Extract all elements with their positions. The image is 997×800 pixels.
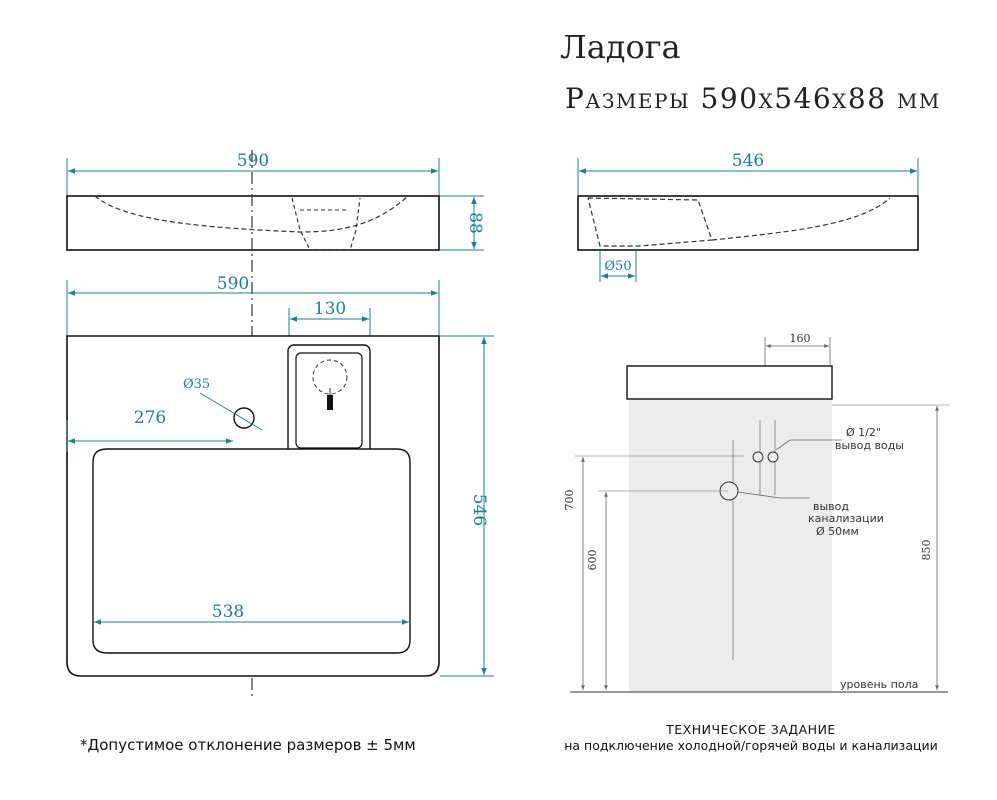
- spec-title: ТЕХНИЧЕСКОЕ ЗАДАНИЕ: [666, 722, 836, 737]
- side-drain-label: Ø50: [604, 259, 631, 274]
- faucet-hole-hidden: [312, 359, 348, 395]
- front-height-label: 88: [465, 212, 485, 234]
- tap-hole: [233, 407, 255, 429]
- side-basin-outline: [577, 195, 919, 251]
- top-width-label: 590: [217, 274, 249, 294]
- front-view: 590 88: [66, 151, 485, 251]
- spec-subtitle: на подключение холодной/горячей воды и к…: [564, 738, 938, 753]
- front-overflow-hidden-line: [291, 197, 361, 251]
- sewer-size-label: Ø 50мм: [816, 525, 859, 538]
- tap-hole-leader: [199, 392, 263, 431]
- install-offset-label: 160: [790, 332, 811, 345]
- tap-offset-label: 276: [134, 408, 166, 428]
- front-width-label: 590: [237, 151, 269, 171]
- water-outlet-size: Ø 1/2": [846, 426, 881, 439]
- water-outlet-label: вывод воды: [835, 439, 904, 452]
- side-view: 546 Ø50: [577, 151, 919, 282]
- bowl-width-label: 538: [212, 602, 244, 622]
- tolerance-note: *Допустимое отклонение размеров ± 5мм: [80, 736, 416, 754]
- tap-hole-label: Ø35: [183, 377, 210, 392]
- sewer-label-2: канализации: [808, 512, 884, 525]
- hot-water-outlet: [767, 451, 779, 463]
- side-width-label: 546: [732, 151, 764, 171]
- cabinet-area: [629, 398, 832, 692]
- front-bowl-hidden-line: [94, 195, 409, 233]
- top-bowl-outline: [92, 448, 411, 654]
- product-title: Ладога: [560, 28, 681, 66]
- product-dimensions-subtitle: Размеры 590x546x88 мм: [565, 82, 941, 115]
- overflow-block-inner: [295, 352, 363, 449]
- floor-label: уровень пола: [840, 678, 918, 691]
- height-700-label: 700: [563, 490, 576, 511]
- height-600-label: 600: [586, 550, 599, 571]
- install-basin-outline: [626, 365, 833, 400]
- front-basin-outline: [66, 195, 440, 251]
- overflow-slot: [327, 395, 333, 410]
- side-bowl-hidden-line: [587, 197, 713, 247]
- sewer-label-1: вывод: [813, 500, 849, 513]
- height-850-label: 850: [920, 540, 933, 561]
- installation-view: 160 Ø 1/2" вывод воды вывод канализации …: [563, 332, 950, 693]
- cold-water-outlet: [752, 451, 764, 463]
- faucet-width-label: 130: [314, 299, 346, 319]
- top-depth-label: 546: [469, 494, 489, 526]
- top-view: 590 130 Ø35 276 546 538: [66, 150, 494, 700]
